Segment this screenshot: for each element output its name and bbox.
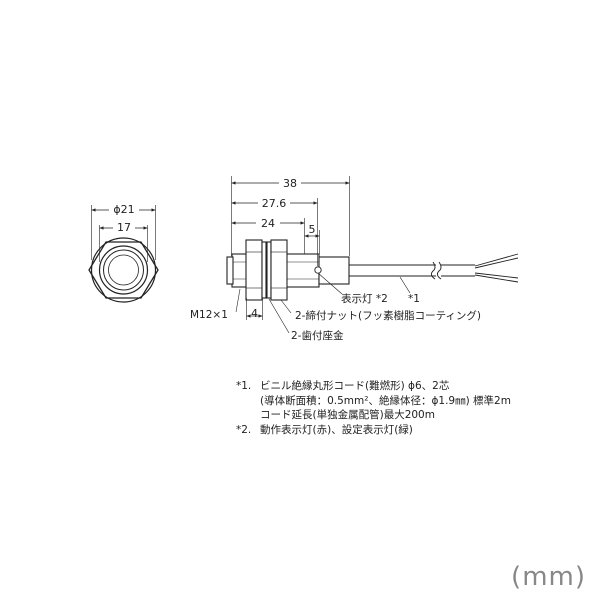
leader-washer: [268, 298, 290, 334]
dim-17: 17: [117, 221, 131, 234]
washer-1: [261, 241, 267, 299]
outer-circle: [90, 237, 157, 303]
notes-block: *1. ビニル絶縁丸形コード(難燃形) ϕ6、2芯 (導体断面積：0.5mm²、…: [236, 379, 511, 437]
note-1-line-3: コード延長(単独金属配管)最大200m: [260, 409, 435, 422]
front-view: [88, 205, 159, 303]
dim-4: 4: [251, 307, 258, 320]
label-nut: 2-締付ナット(フッ素樹脂コーティング): [295, 309, 481, 322]
rear-housing: [318, 256, 350, 285]
leader-indicator: [317, 272, 343, 295]
cable-break: [430, 261, 436, 280]
nut-1: [245, 239, 263, 301]
indicator-lamp: [314, 266, 322, 274]
unit-label: (mm): [511, 562, 586, 592]
inner-circle-1: [98, 245, 149, 295]
wire-1: [474, 253, 519, 267]
dim-38: 38: [283, 177, 297, 190]
nut-2: [270, 239, 288, 301]
label-thread: M12×1: [190, 309, 228, 321]
sensing-face: [226, 256, 234, 285]
note-1-mark: *1.: [236, 380, 252, 392]
note-2: *2. 動作表示灯(赤)、設定表示灯(緑): [236, 423, 511, 438]
label-cable: *1: [408, 293, 420, 305]
side-view: [226, 239, 519, 301]
leader-thread: [235, 288, 241, 313]
hex-nut-outline: [88, 241, 159, 299]
dim-phi21: ϕ21: [113, 203, 134, 216]
dim-5: 5: [309, 223, 316, 236]
wire-2: [474, 272, 519, 279]
note-1-line-2: (導体断面積：0.5mm²、絶縁体径：ϕ1.9㎜) 標準2m: [260, 394, 511, 407]
note-1-line-1: ビニル絶縁丸形コード(難燃形) ϕ6、2芯: [260, 380, 450, 392]
note-1: *1. ビニル絶縁丸形コード(難燃形) ϕ6、2芯: [236, 379, 511, 394]
leader-cable: [399, 276, 411, 294]
cable-break-2: [436, 261, 442, 280]
note-2-mark: *2.: [236, 423, 252, 436]
leader-nut: [280, 299, 292, 314]
dim-24: 24: [261, 217, 275, 230]
inner-circle-2: [103, 249, 144, 291]
label-indicator: 表示灯 *2: [341, 292, 388, 305]
note-2-line-1: 動作表示灯(赤)、設定表示灯(緑): [260, 423, 413, 436]
label-washer: 2-歯付座金: [291, 329, 344, 342]
washer-2: [266, 241, 272, 299]
dim-27-6: 27.6: [262, 197, 287, 210]
inner-circle-3: [108, 254, 139, 286]
